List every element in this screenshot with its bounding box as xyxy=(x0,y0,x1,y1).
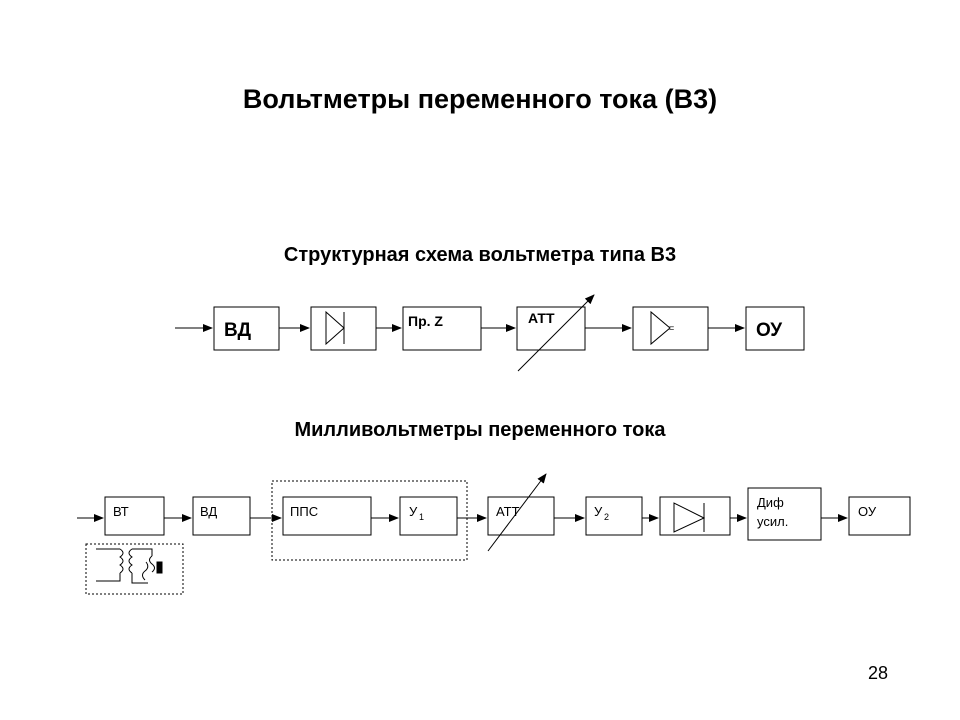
d2-block-ou xyxy=(848,496,911,536)
d2-label-dif-line1: Диф xyxy=(757,495,784,510)
d2-label-u2-sub: 2 xyxy=(604,512,609,522)
d2-block-pps xyxy=(282,496,372,536)
d2-label-u1: У xyxy=(409,504,418,519)
d2-block-u1 xyxy=(399,496,458,536)
diagram2 xyxy=(77,473,911,595)
diagram2-heading: Милливольтметры переменного тока xyxy=(294,419,666,441)
d2-label-att: АТТ xyxy=(496,504,520,519)
d1-block-amplifier xyxy=(632,306,709,351)
thermocouple-inset xyxy=(85,543,184,595)
d2-block-detector xyxy=(659,496,731,536)
d1-block-prz xyxy=(402,306,482,351)
attenuator-adjust-arrow xyxy=(517,294,595,372)
pps-amplifier-group xyxy=(271,480,468,561)
diagram1-heading: Структурная схема вольтметра типа В3 xyxy=(283,244,677,266)
d1-label-att: АТТ xyxy=(528,310,555,326)
d2-block-att xyxy=(487,496,555,536)
amplifier-icon xyxy=(650,310,671,346)
d2-label-u1-sub: 1 xyxy=(419,512,424,522)
d2-attenuator-adjust-arrow xyxy=(487,473,547,552)
d1-block-vd xyxy=(213,306,280,351)
d1-label-prz: Пр. Z xyxy=(408,313,443,329)
d1-label-ou: ОУ xyxy=(756,320,782,341)
thermocouple-icon xyxy=(96,548,163,584)
d2-block-vt xyxy=(104,496,165,536)
d2-block-u2 xyxy=(585,496,643,536)
diagram1-labels: ВД Пр. Z АТТ = ОУ xyxy=(224,310,782,341)
d2-label-ou: ОУ xyxy=(858,504,877,519)
d1-amp-sign: = xyxy=(669,323,674,333)
diode-icon xyxy=(325,310,345,346)
d2-label-dif-line2: усил. xyxy=(757,514,788,529)
page-title: Вольтметры переменного тока (В3) xyxy=(242,84,718,114)
d1-block-ou xyxy=(745,306,805,351)
d2-diode-icon xyxy=(673,502,706,533)
diagram2-labels: ВТ ВД ППС У 1 АТТ У 2 Диф усил. ОУ xyxy=(113,495,877,529)
d2-block-vd xyxy=(192,496,251,536)
diagram1 xyxy=(175,294,805,372)
d2-label-pps: ППС xyxy=(290,504,318,519)
page-number: 28 xyxy=(868,663,889,683)
d2-label-vd: ВД xyxy=(200,504,217,519)
d2-block-dif xyxy=(747,487,822,541)
d2-label-u2: У xyxy=(594,504,603,519)
d1-label-vd: ВД xyxy=(224,320,251,341)
d2-label-vt: ВТ xyxy=(113,504,129,519)
